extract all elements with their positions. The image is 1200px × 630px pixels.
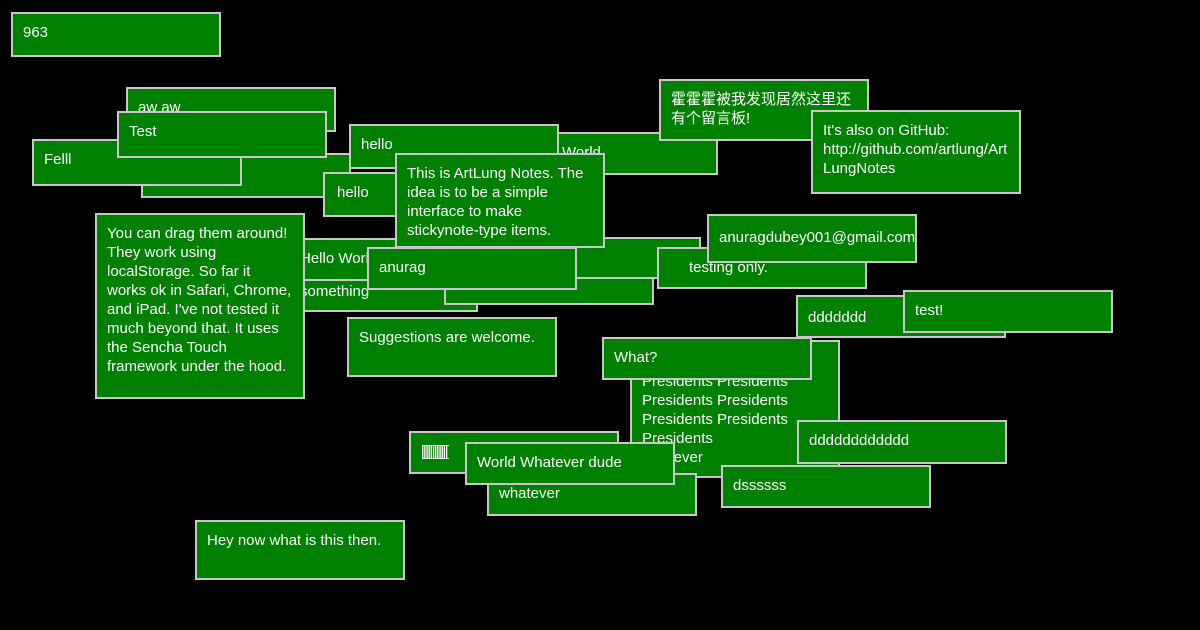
sticky-note[interactable]: dddddddddddd [797, 420, 1007, 464]
sticky-note[interactable]: 963 [11, 12, 221, 57]
sticky-note[interactable]: Hey now what is this then. [195, 520, 405, 580]
sticky-note[interactable]: What? [602, 337, 812, 380]
sticky-note[interactable]: test! [903, 290, 1113, 333]
sticky-note[interactable]: You can drag them around! They work usin… [95, 213, 305, 399]
sticky-note[interactable]: Suggestions are welcome. [347, 317, 557, 377]
sticky-note[interactable]: anurag [367, 247, 577, 290]
sticky-note[interactable]: anuragdubey001@gmail.com [707, 214, 917, 263]
sticky-note[interactable]: dssssss [721, 465, 931, 508]
sticky-note[interactable]: It's also on GitHub: http://github.com/a… [811, 110, 1021, 194]
sticky-note[interactable]: World Whatever dude [465, 442, 675, 485]
sticky-note[interactable]: Test [117, 111, 327, 158]
sticky-note[interactable]: This is ArtLung Notes. The idea is to be… [395, 153, 605, 248]
